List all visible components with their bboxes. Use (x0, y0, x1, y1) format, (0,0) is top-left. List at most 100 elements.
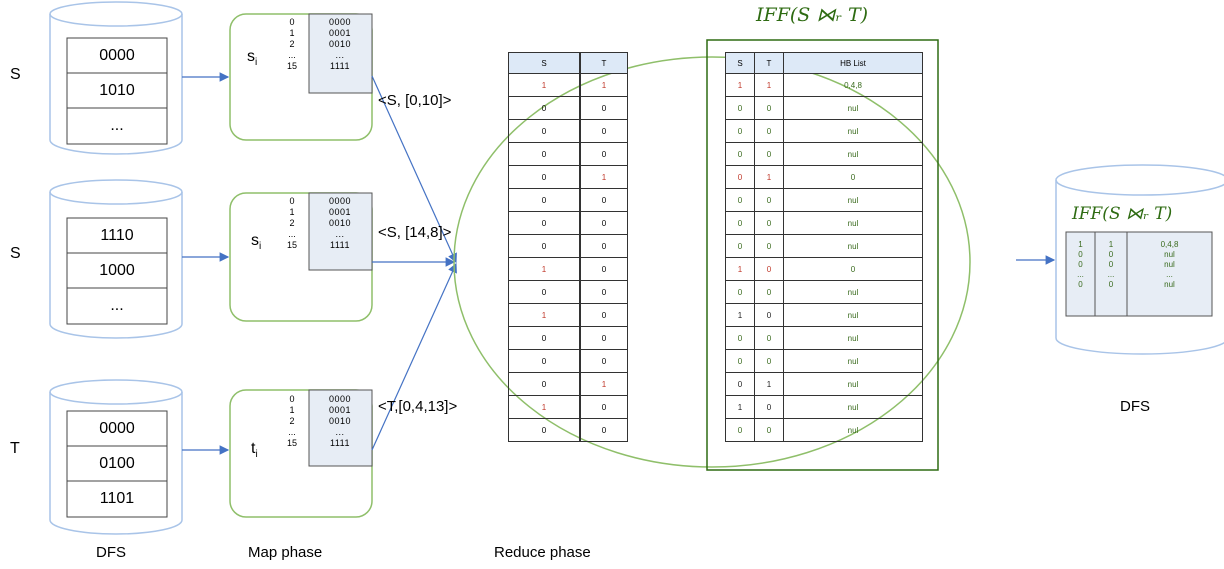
reduce-s-cell: 0 (508, 165, 580, 189)
iff-cell: nul (783, 349, 923, 373)
map-bits: 0000 (328, 17, 352, 27)
iff-cell: 1 (725, 303, 755, 327)
dfs-out-cell: 0 (1078, 280, 1083, 289)
iff-cell: 0 (754, 280, 784, 304)
reduce-t-cell: 0 (580, 96, 628, 120)
iff-cell: nul (783, 119, 923, 143)
dfs-cylinder-out (1055, 164, 1224, 355)
reduce-s-cell: 0 (508, 211, 580, 235)
iff-cell: 1 (754, 165, 784, 189)
iff-cell: 0 (725, 142, 755, 166)
kv-label-2: <S, [14,8]> (378, 224, 452, 241)
record: 1000 (99, 262, 135, 279)
reduce-s-cell: 0 (508, 418, 580, 442)
dfs-cylinder-2 (49, 179, 183, 339)
reduce-t-cell: 0 (580, 188, 628, 212)
iff-cell: 0 (754, 234, 784, 258)
map-index: ... (288, 50, 296, 60)
dfs-out-cell: 0,4,8 (1160, 240, 1179, 249)
reduce-s-cell: 0 (508, 234, 580, 258)
map-index: ... (288, 427, 296, 437)
record: 0100 (99, 455, 135, 472)
iff-cell: 0 (754, 326, 784, 350)
map-bits: 0001 (328, 207, 352, 217)
iff-cell: nul (783, 142, 923, 166)
table-row: 0 0 nul (1066, 280, 1212, 290)
header-t: T (580, 52, 628, 74)
map-index: 2 (289, 39, 295, 49)
reduce-s-cell: 1 (508, 395, 580, 419)
map-bits: 0010 (328, 39, 352, 49)
reduce-t-cell: 0 (580, 234, 628, 258)
map-index: 2 (289, 416, 295, 426)
iff-cell: nul (783, 211, 923, 235)
dfs-cylinder-1 (49, 1, 183, 155)
iff-cell: 0 (783, 257, 923, 281)
record: 0000 (99, 420, 135, 437)
record: 0000 (99, 47, 135, 64)
caption-dfs-right: DFS (1120, 398, 1150, 415)
iff-cell: 0 (725, 188, 755, 212)
reduce-t-cell: 0 (580, 303, 628, 327)
dfs-out-cell: 1 (1078, 240, 1083, 249)
iff-cell: 0 (725, 418, 755, 442)
map-bits: 0010 (328, 218, 352, 228)
iff-cell: nul (783, 280, 923, 304)
map-bits: 0000 (328, 196, 352, 206)
reduce-t-cell: 0 (580, 418, 628, 442)
iff-cell: 0 (754, 418, 784, 442)
iff-cell: 0 (754, 257, 784, 281)
reduce-t-cell: 0 (580, 349, 628, 373)
map-bits: 1111 (329, 240, 351, 250)
iff-cell: 0 (725, 372, 755, 396)
dfs-out-cell: 0 (1108, 260, 1114, 269)
iff-cell: 1 (725, 73, 755, 97)
dfs-out-cell: 0 (1078, 260, 1083, 269)
reduce-t-cell: 0 (580, 326, 628, 350)
iff-cell: 0 (725, 119, 755, 143)
reduce-ellipse (453, 56, 971, 468)
dfs-out-cell: ... (1107, 270, 1115, 279)
reduce-t-cell: 0 (580, 119, 628, 143)
map-bits: 0000 (328, 394, 352, 404)
kv-label-1: <S, [0,10]> (378, 92, 452, 109)
record: ... (110, 117, 124, 134)
row-label-s2: S (10, 245, 21, 262)
iff-cell: 0 (754, 303, 784, 327)
iff-cell: 0 (725, 326, 755, 350)
iff-cell: nul (783, 234, 923, 258)
record: ... (110, 297, 124, 314)
iff-cell: 0 (725, 165, 755, 189)
iff-cell: 0 (725, 211, 755, 235)
iff-cell: nul (783, 326, 923, 350)
iff-cell: 0 (754, 211, 784, 235)
iff-cell: 1 (754, 372, 784, 396)
map-bits: ... (335, 50, 345, 60)
iff-box (706, 39, 939, 471)
map-index: ... (288, 229, 296, 239)
reduce-s-cell: 0 (508, 119, 580, 143)
dfs-out-cell: nul (1164, 280, 1175, 289)
kv-label-3: <T,[0,4,13]> (378, 398, 458, 415)
reduce-t-cell: 0 (580, 211, 628, 235)
reduce-t-cell: 0 (580, 280, 628, 304)
reduce-s-cell: 0 (508, 326, 580, 350)
row-label-s1: S (10, 66, 21, 83)
map-index: 2 (289, 218, 295, 228)
iff-cell: 1 (754, 73, 784, 97)
dfs-out-cell: 0 (1108, 280, 1114, 289)
